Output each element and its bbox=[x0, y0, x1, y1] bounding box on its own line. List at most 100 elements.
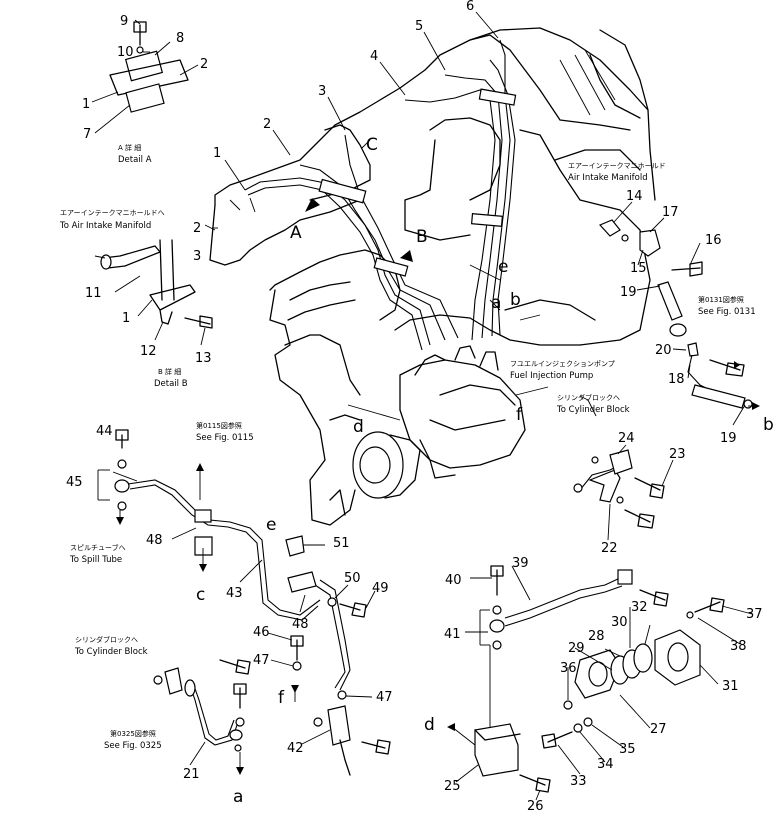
part-3b: 3 bbox=[193, 249, 201, 264]
see-0325-jp: 第0325図参照 bbox=[110, 729, 156, 738]
part-14: 14 bbox=[626, 189, 643, 204]
part-3a: 3 bbox=[318, 84, 326, 99]
to-air-intake-label: To Air Intake Manifold bbox=[59, 221, 151, 231]
part-29: 29 bbox=[568, 641, 585, 656]
part-20: 20 bbox=[655, 343, 672, 358]
detail-a-label: Detail A bbox=[118, 155, 152, 165]
detail-b bbox=[100, 239, 213, 329]
part-24: 24 bbox=[618, 431, 635, 446]
see-0131-label: See Fig. 0131 bbox=[698, 307, 756, 317]
part-21: 21 bbox=[183, 767, 200, 782]
block-connector-parts bbox=[573, 449, 665, 529]
filter-head-assembly bbox=[474, 597, 725, 793]
flow-arrows bbox=[94, 139, 760, 775]
part-9: 9 bbox=[120, 14, 128, 29]
part-43: 43 bbox=[226, 586, 243, 601]
part-28: 28 bbox=[588, 629, 605, 644]
to-spill-label: To Spill Tube bbox=[69, 555, 122, 565]
part-25: 25 bbox=[444, 779, 461, 794]
part-2a: 2 bbox=[200, 57, 208, 72]
to-air-intake-jp: エアーインテークマニホールドへ bbox=[60, 209, 165, 217]
part-38: 38 bbox=[730, 639, 747, 654]
part-2b: 2 bbox=[263, 117, 271, 132]
letter-A: A bbox=[290, 223, 302, 243]
injection-pipes bbox=[244, 39, 517, 351]
letter-B: B bbox=[416, 227, 428, 247]
leader-lines bbox=[91, 11, 753, 801]
part-23: 23 bbox=[669, 447, 686, 462]
part-41: 41 bbox=[444, 627, 461, 642]
see-0131-jp: 第0131図参照 bbox=[698, 295, 744, 304]
air-intake-label: Air Intake Manifold bbox=[568, 173, 648, 183]
part-47b: 47 bbox=[376, 690, 393, 705]
spill-tube-piping bbox=[114, 429, 391, 776]
to-cyl-block-jp: シリンダブロックへ bbox=[557, 393, 620, 402]
letter-f2: f bbox=[278, 688, 285, 708]
part-50: 50 bbox=[344, 571, 361, 586]
see-0115-label: See Fig. 0115 bbox=[196, 433, 254, 443]
part-51: 51 bbox=[333, 536, 350, 551]
letter-e2: e bbox=[266, 515, 276, 535]
letter-e1: e bbox=[498, 257, 508, 277]
part-42: 42 bbox=[287, 741, 304, 756]
see-0325-label: See Fig. 0325 bbox=[104, 741, 162, 751]
part-1b: 1 bbox=[213, 146, 221, 161]
letter-a1: a bbox=[491, 293, 501, 313]
air-intake-jp: エアーインテークマニホールド bbox=[568, 162, 666, 170]
part-2c: 2 bbox=[193, 221, 201, 236]
detail-b-label: Detail B bbox=[154, 379, 188, 389]
part-36: 36 bbox=[560, 661, 577, 676]
part-26: 26 bbox=[527, 799, 544, 814]
part-17: 17 bbox=[662, 205, 679, 220]
part-12: 12 bbox=[140, 344, 157, 359]
part-27: 27 bbox=[650, 722, 667, 737]
detail-a-jp: A 詳 細 bbox=[118, 143, 141, 152]
part-15: 15 bbox=[630, 261, 647, 276]
part-30: 30 bbox=[611, 615, 628, 630]
part-48a: 48 bbox=[146, 533, 163, 548]
letter-c2: c bbox=[196, 585, 205, 605]
part-44: 44 bbox=[96, 424, 113, 439]
to-spill-jp: スピルチューブへ bbox=[70, 543, 126, 552]
reference-letters: A B C e a b d f b d e c a f bbox=[196, 135, 774, 807]
to-cyl-block2-jp: シリンダブロックへ bbox=[75, 635, 138, 644]
part-1a: 1 bbox=[82, 97, 90, 112]
part-labels: 9 10 8 2 1 7 5 6 4 3 2 1 2 3 11 1 12 13 … bbox=[66, 0, 763, 814]
part-40: 40 bbox=[445, 573, 462, 588]
part-4: 4 bbox=[370, 49, 378, 64]
part-39: 39 bbox=[512, 556, 529, 571]
part-45: 45 bbox=[66, 475, 83, 490]
fuel-injection-pump bbox=[352, 345, 526, 499]
letter-b1: b bbox=[510, 290, 521, 310]
annotations: A 詳 細 Detail A B 詳 細 Detail B エアーインテークマニ… bbox=[59, 143, 756, 751]
part-5: 5 bbox=[415, 19, 423, 34]
part-49: 49 bbox=[372, 581, 389, 596]
detail-b-jp: B 詳 細 bbox=[158, 367, 181, 376]
part-46: 46 bbox=[253, 625, 270, 640]
fuel-pump-label: Fuel Injection Pump bbox=[510, 371, 593, 381]
fuel-pump-jp: フユエルインジェクションポンプ bbox=[510, 360, 615, 368]
part-19a: 19 bbox=[620, 285, 637, 300]
part-35: 35 bbox=[619, 742, 636, 757]
part-34: 34 bbox=[597, 757, 614, 772]
hose-39 bbox=[489, 565, 669, 650]
part-1c: 1 bbox=[122, 311, 130, 326]
part-11: 11 bbox=[85, 286, 102, 301]
letter-b2: b bbox=[763, 415, 774, 435]
part-7: 7 bbox=[83, 127, 91, 142]
part-16: 16 bbox=[705, 233, 722, 248]
detail-a bbox=[109, 21, 189, 113]
part-6: 6 bbox=[466, 0, 474, 14]
part-13: 13 bbox=[195, 351, 212, 366]
part-31: 31 bbox=[722, 679, 739, 694]
part-32: 32 bbox=[631, 600, 648, 615]
part-22: 22 bbox=[601, 541, 618, 556]
letter-d1: d bbox=[353, 417, 364, 437]
letter-C: C bbox=[366, 135, 378, 155]
part-10: 10 bbox=[117, 45, 134, 60]
to-cyl-block2-label: To Cylinder Block bbox=[74, 647, 148, 657]
letter-a2: a bbox=[233, 787, 243, 807]
letter-f1: f bbox=[516, 405, 523, 425]
